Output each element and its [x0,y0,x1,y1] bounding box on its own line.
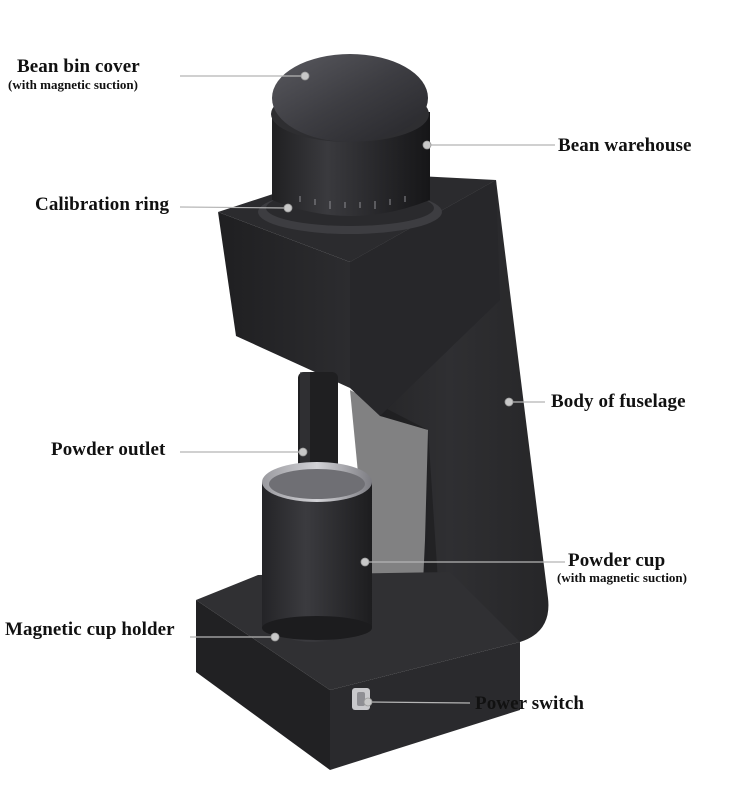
powder-cup-label: Powder cup [568,550,666,571]
bean-bin-cover-label: Bean bin cover [17,56,140,77]
callout-dots [270,71,514,707]
base-side [330,642,520,770]
calibration-ring-label: Calibration ring [35,194,170,215]
bean-warehouse-label: Bean warehouse [558,135,692,156]
magnetic-cup-holder-label: Magnetic cup holder [5,619,175,640]
powder-outlet-label: Powder outlet [51,439,166,460]
powder-cup-shape [262,462,372,642]
leader-lines [179,75,565,704]
powder-cup-sublabel: (with magnetic suction) [557,570,687,585]
base-front [196,600,330,770]
head-side [350,180,500,416]
lid-top [272,54,428,142]
scale-ticks [299,196,406,209]
body-of-fuselage-label: Body of fuselage [551,391,686,412]
grinder-illustration [196,54,549,770]
body-opening [350,390,440,618]
power-switch-label: Power switch [475,693,585,714]
head-front [218,212,350,388]
bean-bin-cover-sublabel: (with magnetic suction) [8,77,138,92]
